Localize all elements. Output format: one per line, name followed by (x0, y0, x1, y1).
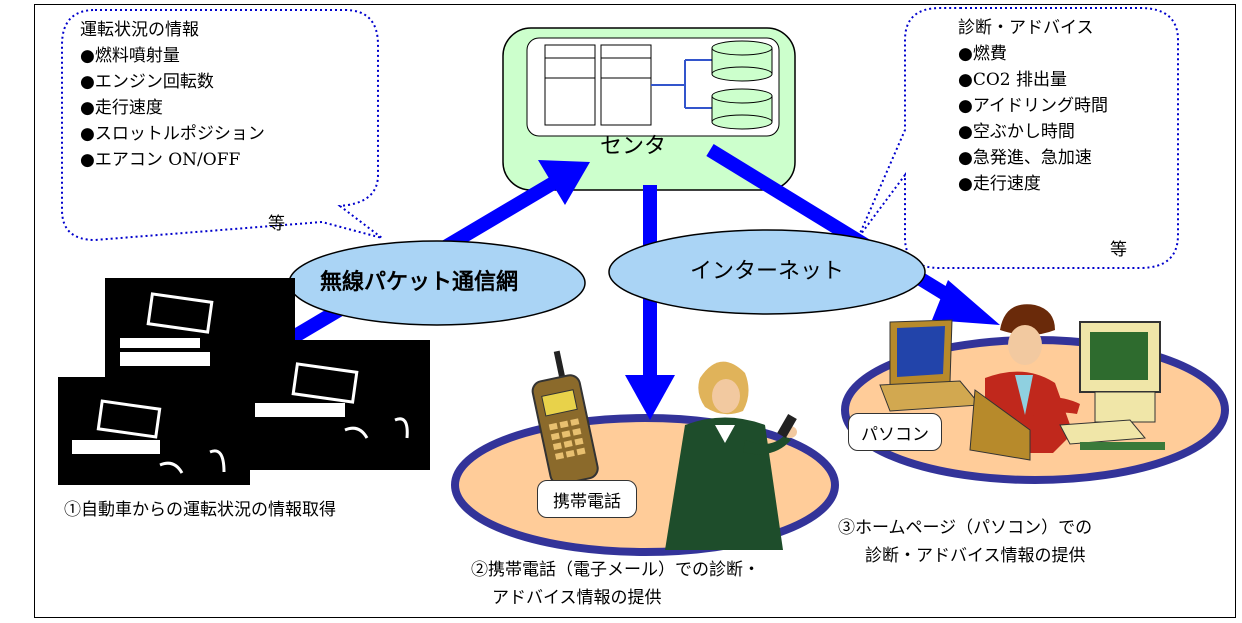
server-icon (544, 44, 652, 126)
caption-phone-line1: ②携帯電話（電子メール）での診断・ (471, 560, 760, 580)
list-item: ●燃料噴射量 (80, 46, 180, 66)
list-item: ●燃費 (958, 44, 1007, 64)
left-bubble-etc: 等 (268, 214, 285, 234)
diagram-frame (34, 4, 1236, 618)
right-bubble-title: 診断・アドバイス (958, 18, 1094, 38)
internet-ellipse (608, 229, 926, 315)
list-item: ●急発進、急加速 (958, 148, 1092, 168)
list-item: ●CO2 排出量 (958, 70, 1067, 90)
center-label: センタ (600, 134, 667, 159)
left-bubble-title: 運転状況の情報 (80, 20, 199, 40)
caption-pc-line2: 診断・アドバイス情報の提供 (865, 546, 1086, 566)
database-icon (651, 40, 773, 130)
right-bubble-text: 診断・アドバイス ●燃費 ●CO2 排出量 ●アイドリング時間 ●空ぶかし時間 … (958, 20, 1108, 202)
right-bubble-outline (857, 7, 1179, 269)
left-bubble-text: 運転状況の情報 ●燃料噴射量 ●エンジン回転数 ●走行速度 ●スロットルポジショ… (80, 22, 265, 178)
right-bubble-etc: 等 (1110, 240, 1127, 260)
list-item: ●走行速度 (80, 98, 163, 118)
list-item: ●走行速度 (958, 174, 1041, 194)
man-at-computer-icon (969, 304, 1165, 461)
woman-with-phone-icon (665, 361, 797, 550)
phone-label: 携帯電話 (537, 480, 637, 518)
list-item: ●スロットルポジション (80, 124, 265, 144)
truck-icon (215, 340, 430, 470)
internet-label: インターネット (690, 259, 845, 284)
caption-phone-line2: アドバイス情報の提供 (492, 588, 662, 608)
pc-label: パソコン (848, 413, 942, 451)
list-item: ●アイドリング時間 (958, 96, 1108, 116)
list-item: ●空ぶかし時間 (958, 122, 1075, 142)
left-bubble-outline (61, 9, 383, 242)
truck-icon (58, 377, 250, 485)
caption-pc-line1: ③ホームページ（パソコン）での (838, 518, 1093, 538)
list-item: ●エアコン ON/OFF (80, 150, 241, 170)
mobile-phone-icon (531, 350, 599, 486)
wireless-network-label: 無線パケット通信網 (320, 270, 519, 295)
caption-vehicles: ①自動車からの運転状況の情報取得 (64, 500, 336, 520)
list-item: ●エンジン回転数 (80, 72, 214, 92)
